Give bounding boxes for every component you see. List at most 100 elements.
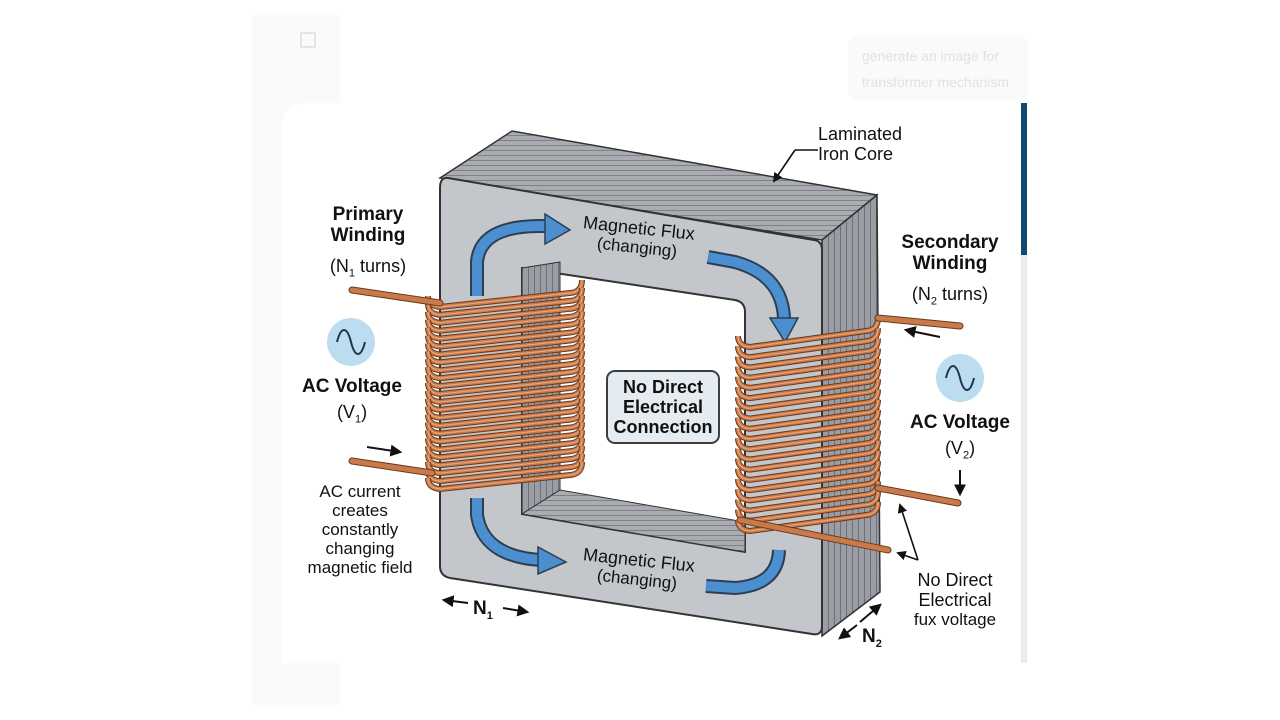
core-label-line2: Iron Core <box>818 144 894 165</box>
coil-turn <box>737 501 879 532</box>
coil-turn <box>427 335 583 363</box>
chat-prompt-line1: generate an image for <box>862 48 999 64</box>
scrollbar-thumb[interactable] <box>1021 103 1027 255</box>
coil-turn <box>737 440 879 471</box>
coil-turn <box>427 327 583 356</box>
n1-arrow-right <box>502 604 530 617</box>
primary-voltage-title: AC Voltage <box>302 376 402 397</box>
coil-turn <box>737 399 879 430</box>
coil-turn <box>427 287 583 316</box>
coil-turn <box>737 317 879 348</box>
secondary-turns-sub: 2 <box>930 295 938 308</box>
primary-note-line: changing <box>325 539 395 559</box>
coil-turn <box>427 343 583 371</box>
coil-turn <box>737 420 879 450</box>
coil-turn <box>427 446 583 474</box>
coil-turn <box>427 414 583 443</box>
coil-turn <box>737 491 879 522</box>
secondary-voltage-title: AC Voltage <box>910 412 1010 433</box>
coil-turn <box>737 358 879 389</box>
secondary-title-line1: Secondary <box>901 232 999 253</box>
coil-turn <box>427 398 583 427</box>
current-in-arrow <box>366 444 403 457</box>
n2-sub: 2 <box>875 637 882 650</box>
secondary-turns-suffix: turns) <box>937 284 989 304</box>
ac-source-icon-secondary <box>936 354 984 402</box>
coil-turn <box>427 438 583 466</box>
coil-turn <box>427 319 583 348</box>
note-pointer-2 <box>896 551 919 561</box>
core-label: Laminated Iron Core <box>818 124 902 164</box>
secondary-note-line: Electrical <box>918 590 992 611</box>
current-out-arrow <box>903 326 941 338</box>
n1-arrow-left <box>441 595 469 608</box>
v2-prefix: (V <box>944 438 963 458</box>
box-line: No Direct <box>622 376 703 397</box>
coil-turn <box>737 461 879 491</box>
box-line: Electrical <box>622 396 704 417</box>
v1-prefix: (V <box>336 402 355 422</box>
v2-suffix: ) <box>969 438 976 458</box>
coil-turn <box>427 430 583 458</box>
coil-turn <box>427 422 583 451</box>
primary-note: AC current creates constantly changing m… <box>296 482 424 577</box>
coil-turn <box>427 351 583 379</box>
n2-label: N2 <box>862 626 882 650</box>
secondary-turns: (N2 turns) <box>894 284 1006 308</box>
n1-label: N1 <box>473 598 493 622</box>
no-connection-box: No Direct Electrical Connection <box>606 370 720 444</box>
coil-turn <box>737 348 879 379</box>
n1-sub: 1 <box>486 609 493 622</box>
sidebar-icon[interactable] <box>300 32 316 48</box>
coil-turn <box>427 303 583 332</box>
primary-voltage-symbol: (V1) <box>296 402 408 426</box>
note-pointer-1 <box>897 503 919 561</box>
primary-title-line1: Primary <box>332 204 404 225</box>
primary-title-line2: Winding <box>330 225 406 247</box>
box-line: Connection <box>613 417 713 438</box>
n2-letter: N <box>862 626 876 647</box>
coil-turn <box>737 471 879 501</box>
coil-turn <box>427 390 583 419</box>
v1-suffix: ) <box>361 402 368 422</box>
n2-arrow <box>838 624 858 640</box>
secondary-winding-title: Secondary Winding <box>894 232 1006 275</box>
secondary-note-line: No Direct <box>917 570 993 590</box>
secondary-coil <box>735 317 881 535</box>
primary-turns-prefix: (N <box>329 256 349 276</box>
v1-sub: 1 <box>354 413 362 426</box>
coil-turn <box>427 311 583 340</box>
coil-turn <box>427 367 583 395</box>
secondary-voltage-symbol: (V2) <box>904 438 1016 462</box>
primary-turns-sub: 1 <box>348 267 356 280</box>
coil-turn <box>737 379 879 409</box>
coil-turn <box>427 406 583 435</box>
coil-turn <box>427 382 583 411</box>
secondary-note: No Direct Electrical fux voltage <box>900 570 1010 629</box>
primary-turns-suffix: turns) <box>355 256 407 276</box>
secondary-note-line: fux voltage <box>913 610 997 630</box>
chat-bubble <box>848 35 1028 100</box>
secondary-turns-prefix: (N <box>911 284 931 304</box>
core-label-line1: Laminated <box>818 124 903 144</box>
primary-note-line: AC current <box>319 482 401 501</box>
coil-turn <box>427 295 583 324</box>
primary-note-line: magnetic field <box>307 558 413 578</box>
scrollbar-track[interactable] <box>1021 255 1027 663</box>
core-front-face <box>439 176 823 636</box>
coil-turn <box>427 374 583 403</box>
coil-turn <box>737 409 879 440</box>
coil-turn <box>737 389 879 420</box>
ac-source-icon-primary <box>327 318 375 366</box>
coil-turn <box>737 328 879 358</box>
primary-note-line: constantly <box>321 520 399 540</box>
chat-prompt-line2: transformer mechanism <box>862 74 1010 90</box>
coil-turn <box>427 359 583 387</box>
coil-turn <box>737 430 879 461</box>
v2-sub: 2 <box>962 449 970 462</box>
primary-winding-title: Primary Winding <box>318 204 418 247</box>
coil-turn <box>427 461 583 490</box>
primary-turns: (N1 turns) <box>318 256 418 280</box>
coil-turn <box>737 338 879 369</box>
